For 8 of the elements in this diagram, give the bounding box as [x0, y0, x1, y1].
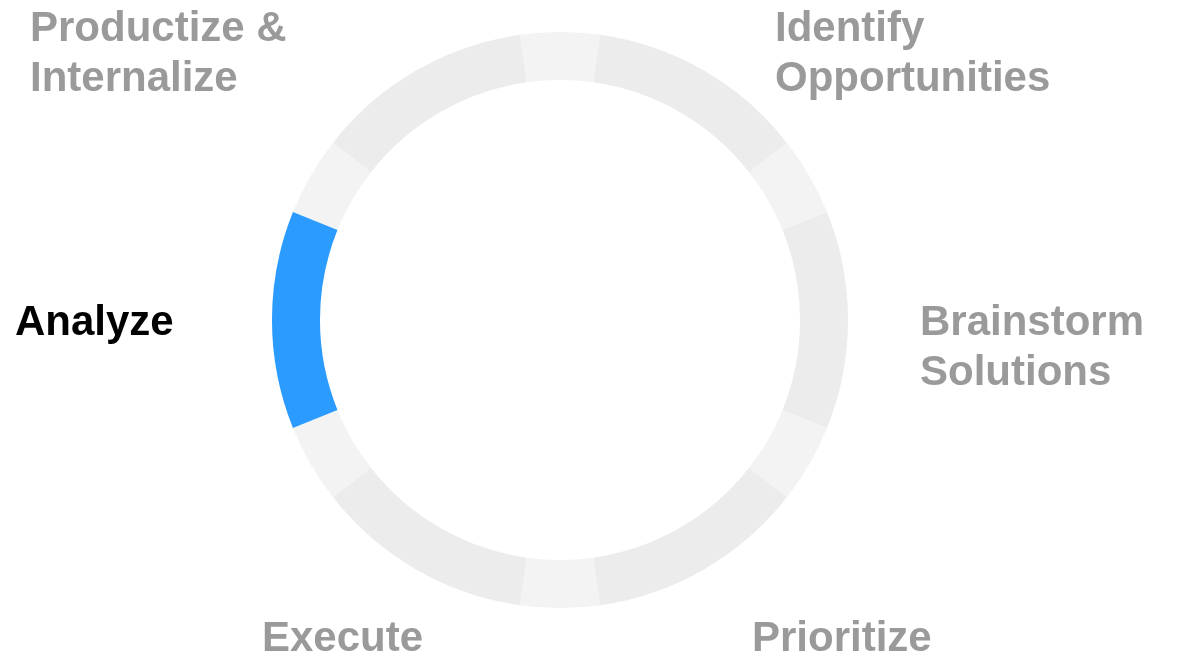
step-label: Brainstorm Solutions [920, 296, 1146, 397]
step-label: Analyze [15, 296, 174, 346]
step-label: Execute [262, 612, 424, 662]
step-label: Identify Opportunities [775, 2, 1052, 103]
step-label: Prioritize [752, 612, 932, 662]
ring-gap-connector [293, 409, 372, 497]
ring-gap-connector [293, 143, 372, 231]
step-label: Productize & Internalize [30, 2, 288, 103]
